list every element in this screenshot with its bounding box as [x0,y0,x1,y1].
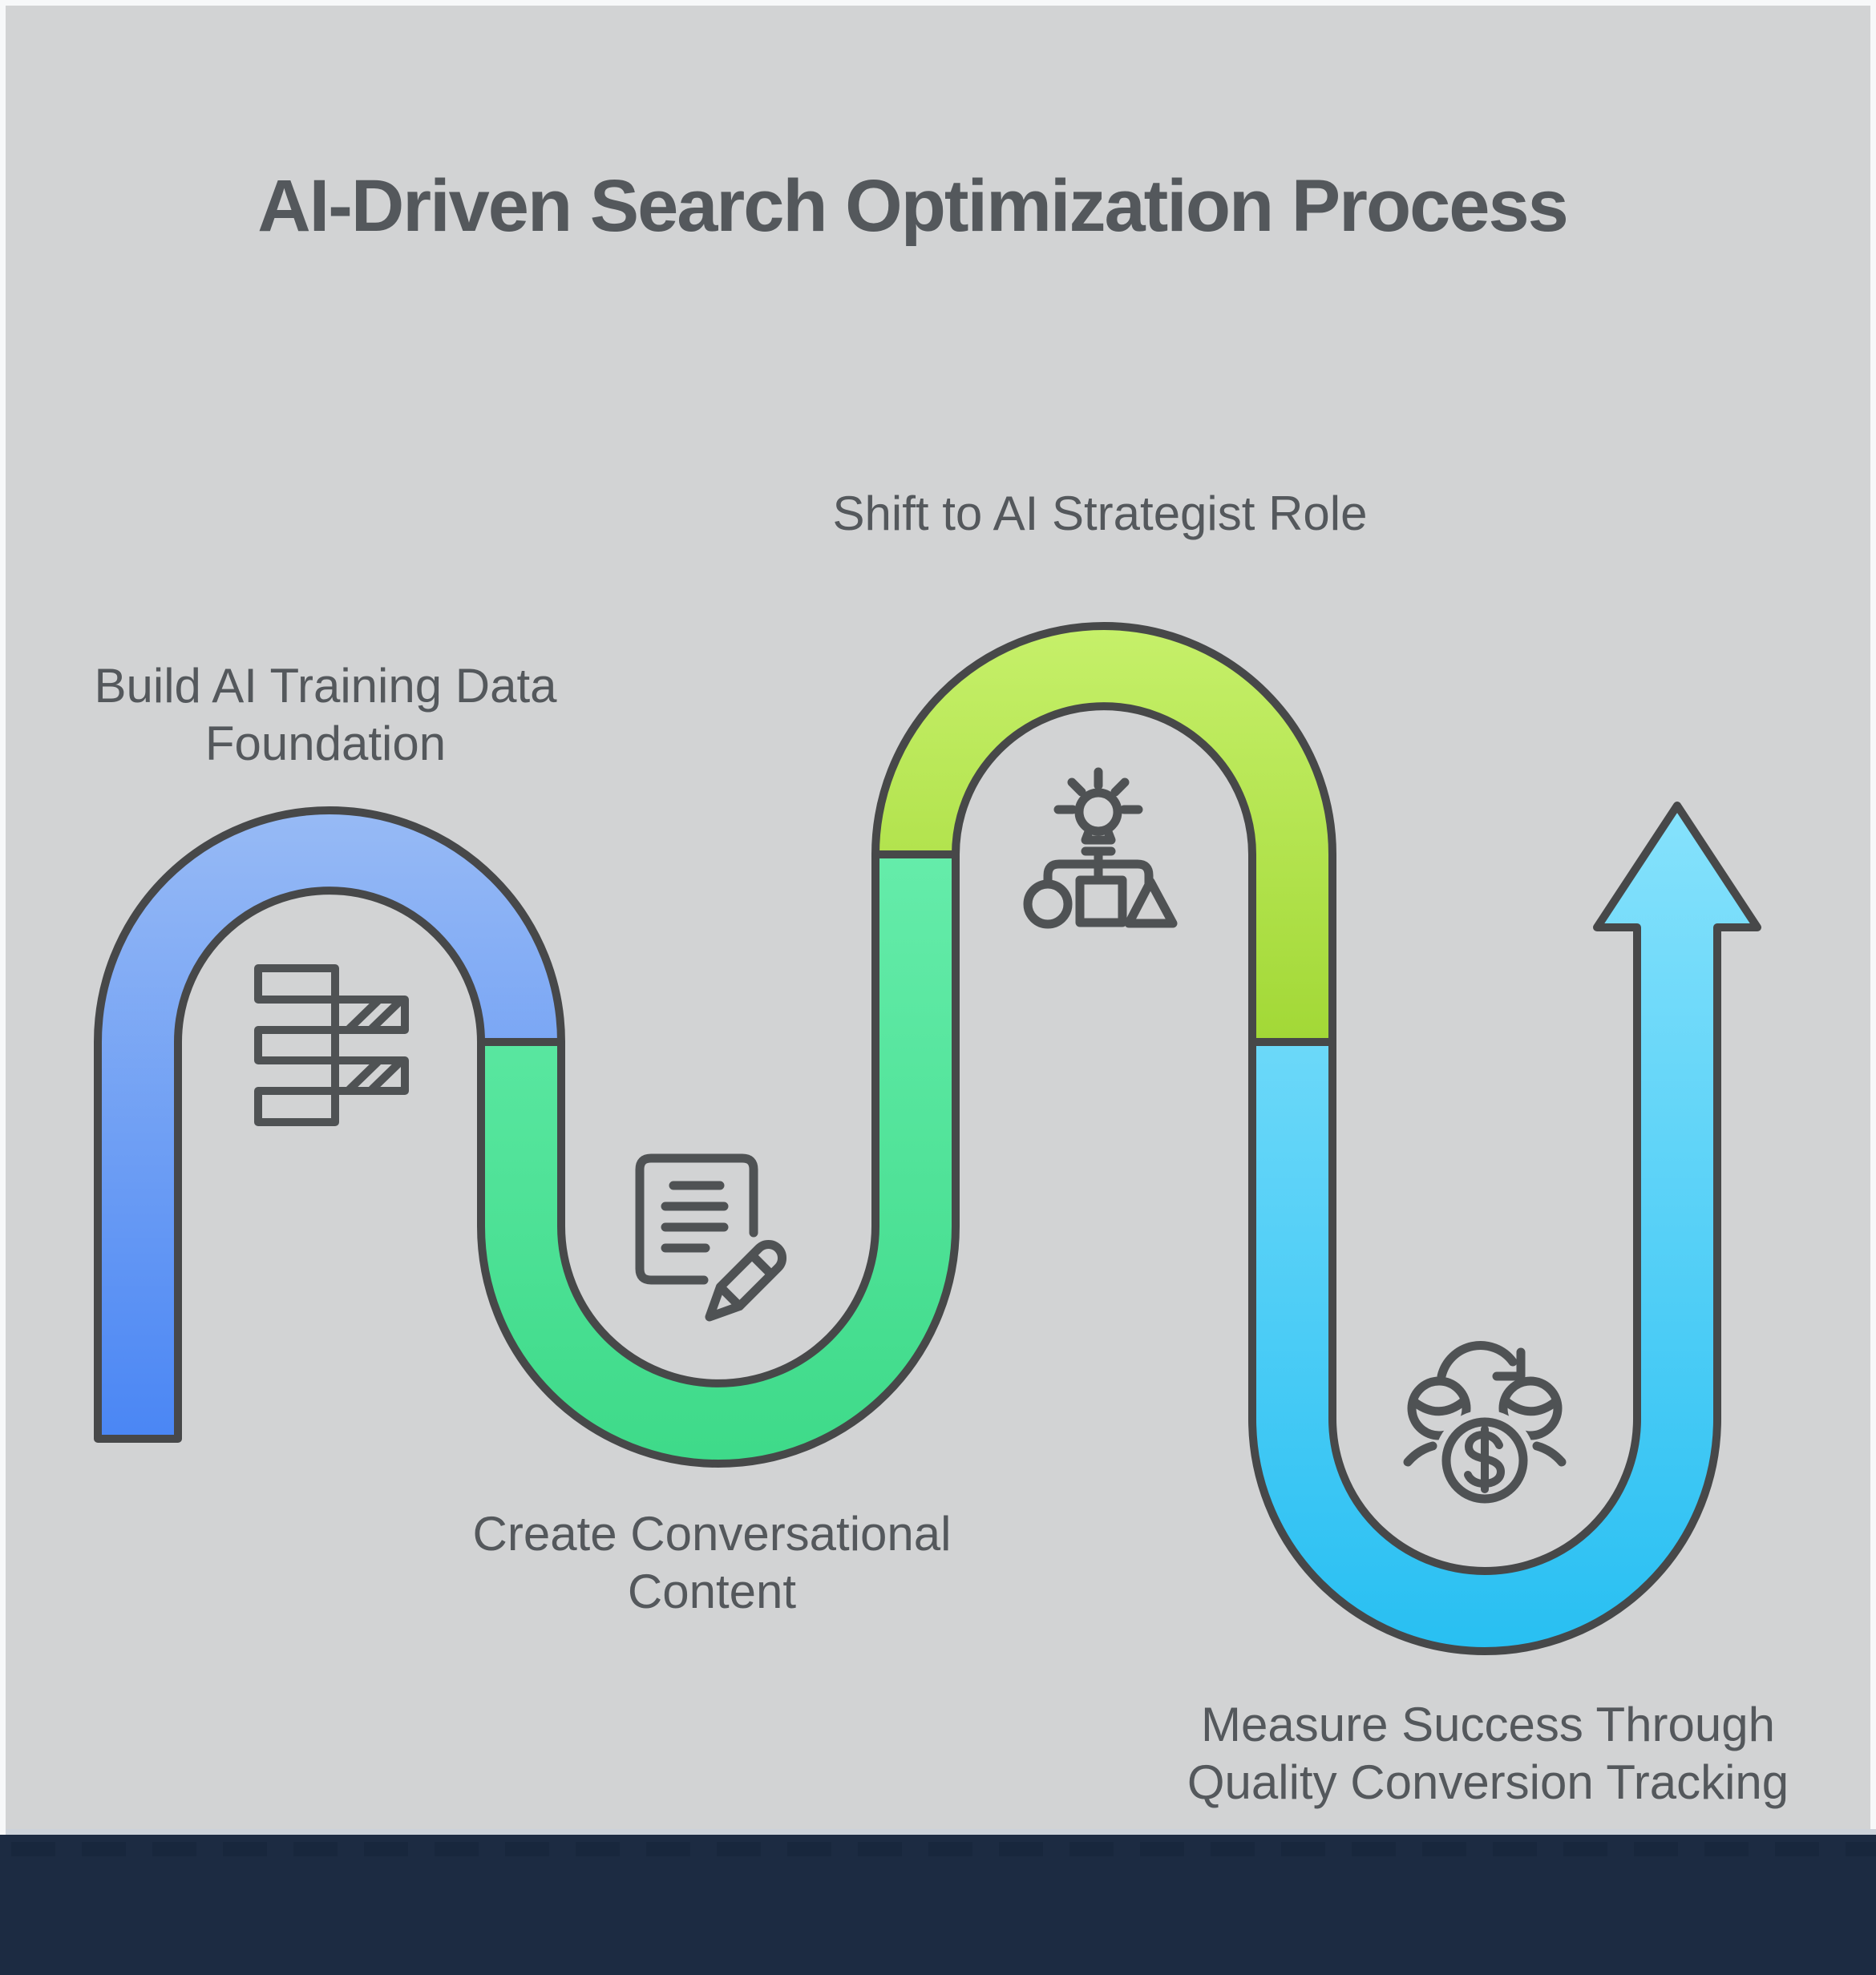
serpentine-path [94,622,1761,1655]
document-text-lines [661,1181,729,1253]
stage-1-label: Build AI Training Data Foundation [94,657,556,773]
coin-right-curve [1501,1396,1560,1416]
stage-3-label: Shift to AI Strategist Role [832,485,1367,543]
stage-1-label-line2: Foundation [204,717,447,770]
coin-left [1407,1376,1471,1440]
stage-4-label-line1: Measure Success Through [1201,1698,1775,1751]
currency-cycle-icon [1403,1341,1567,1511]
pencil-icon [705,1239,787,1322]
footer-light-strip [6,1829,1876,1835]
stage-4-path-segment-with-arrow [1248,802,1761,1655]
footer-bar [0,1835,1876,1975]
triangle-node [1124,877,1178,928]
stage-4-label-line2: Quality Conversion Tracking [1187,1755,1789,1809]
stage-3-path-segment [871,622,1336,1046]
lightbulb-rays [1053,767,1143,814]
stage-3-label-line1: Shift to AI Strategist Role [832,487,1368,540]
stage-1-path-segment [94,806,565,1443]
data-bars-icon [254,964,409,1126]
cycle-arrow-arc [1437,1341,1518,1381]
document-pencil-icon [635,1153,788,1323]
square-node [1075,875,1127,927]
stage-2-label-line1: Create Conversational [472,1507,952,1561]
circle-node [1023,879,1073,929]
stage-4-label: Measure Success Through Quality Conversi… [1187,1696,1789,1811]
coin-left-curve [1409,1396,1469,1416]
document-outline [635,1153,758,1285]
branch-line [1043,859,1154,889]
lightbulb-globe [1074,788,1122,836]
stage-2-label: Create Conversational Content [473,1505,952,1621]
cycle-arrow-head [1492,1347,1526,1381]
dollar-sign-s [1464,1431,1505,1488]
stage-1-label-line1: Build AI Training Data [94,659,557,713]
coin-right [1498,1376,1563,1440]
motion-dashes [1403,1441,1567,1467]
lightbulb-strategy-icon [1023,767,1178,929]
stage-2-label-line2: Content [627,1565,797,1618]
stage-2-path-segment [477,850,960,1468]
page-title: AI-Driven Search Optimization Process [257,165,1569,247]
